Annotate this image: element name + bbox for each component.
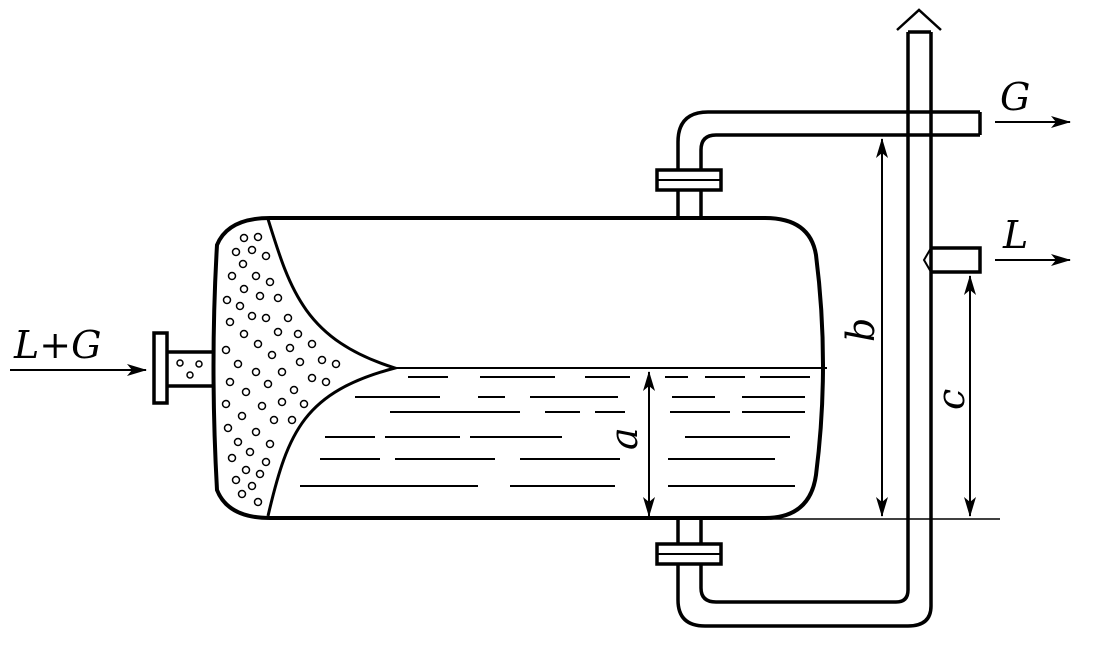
dispersion-boundary — [266, 218, 401, 517]
standpipe — [676, 30, 933, 628]
gas-bubbles — [221, 232, 341, 507]
gas-pipe — [676, 110, 982, 218]
liquid-outlet-stub — [922, 246, 982, 274]
dimension-b-label: b — [839, 318, 883, 342]
inlet-label: L+G — [13, 323, 101, 367]
inlet-nozzle — [152, 331, 214, 405]
gas-outlet-label: G — [1000, 75, 1030, 119]
vessel-shell — [211, 216, 825, 520]
dimension-c-label: c — [929, 389, 973, 410]
vent-cap — [896, 8, 942, 31]
liquid-outlet-label: L — [1002, 213, 1028, 257]
dimension-a-label: a — [602, 427, 646, 450]
liquid-hatching — [300, 376, 810, 487]
